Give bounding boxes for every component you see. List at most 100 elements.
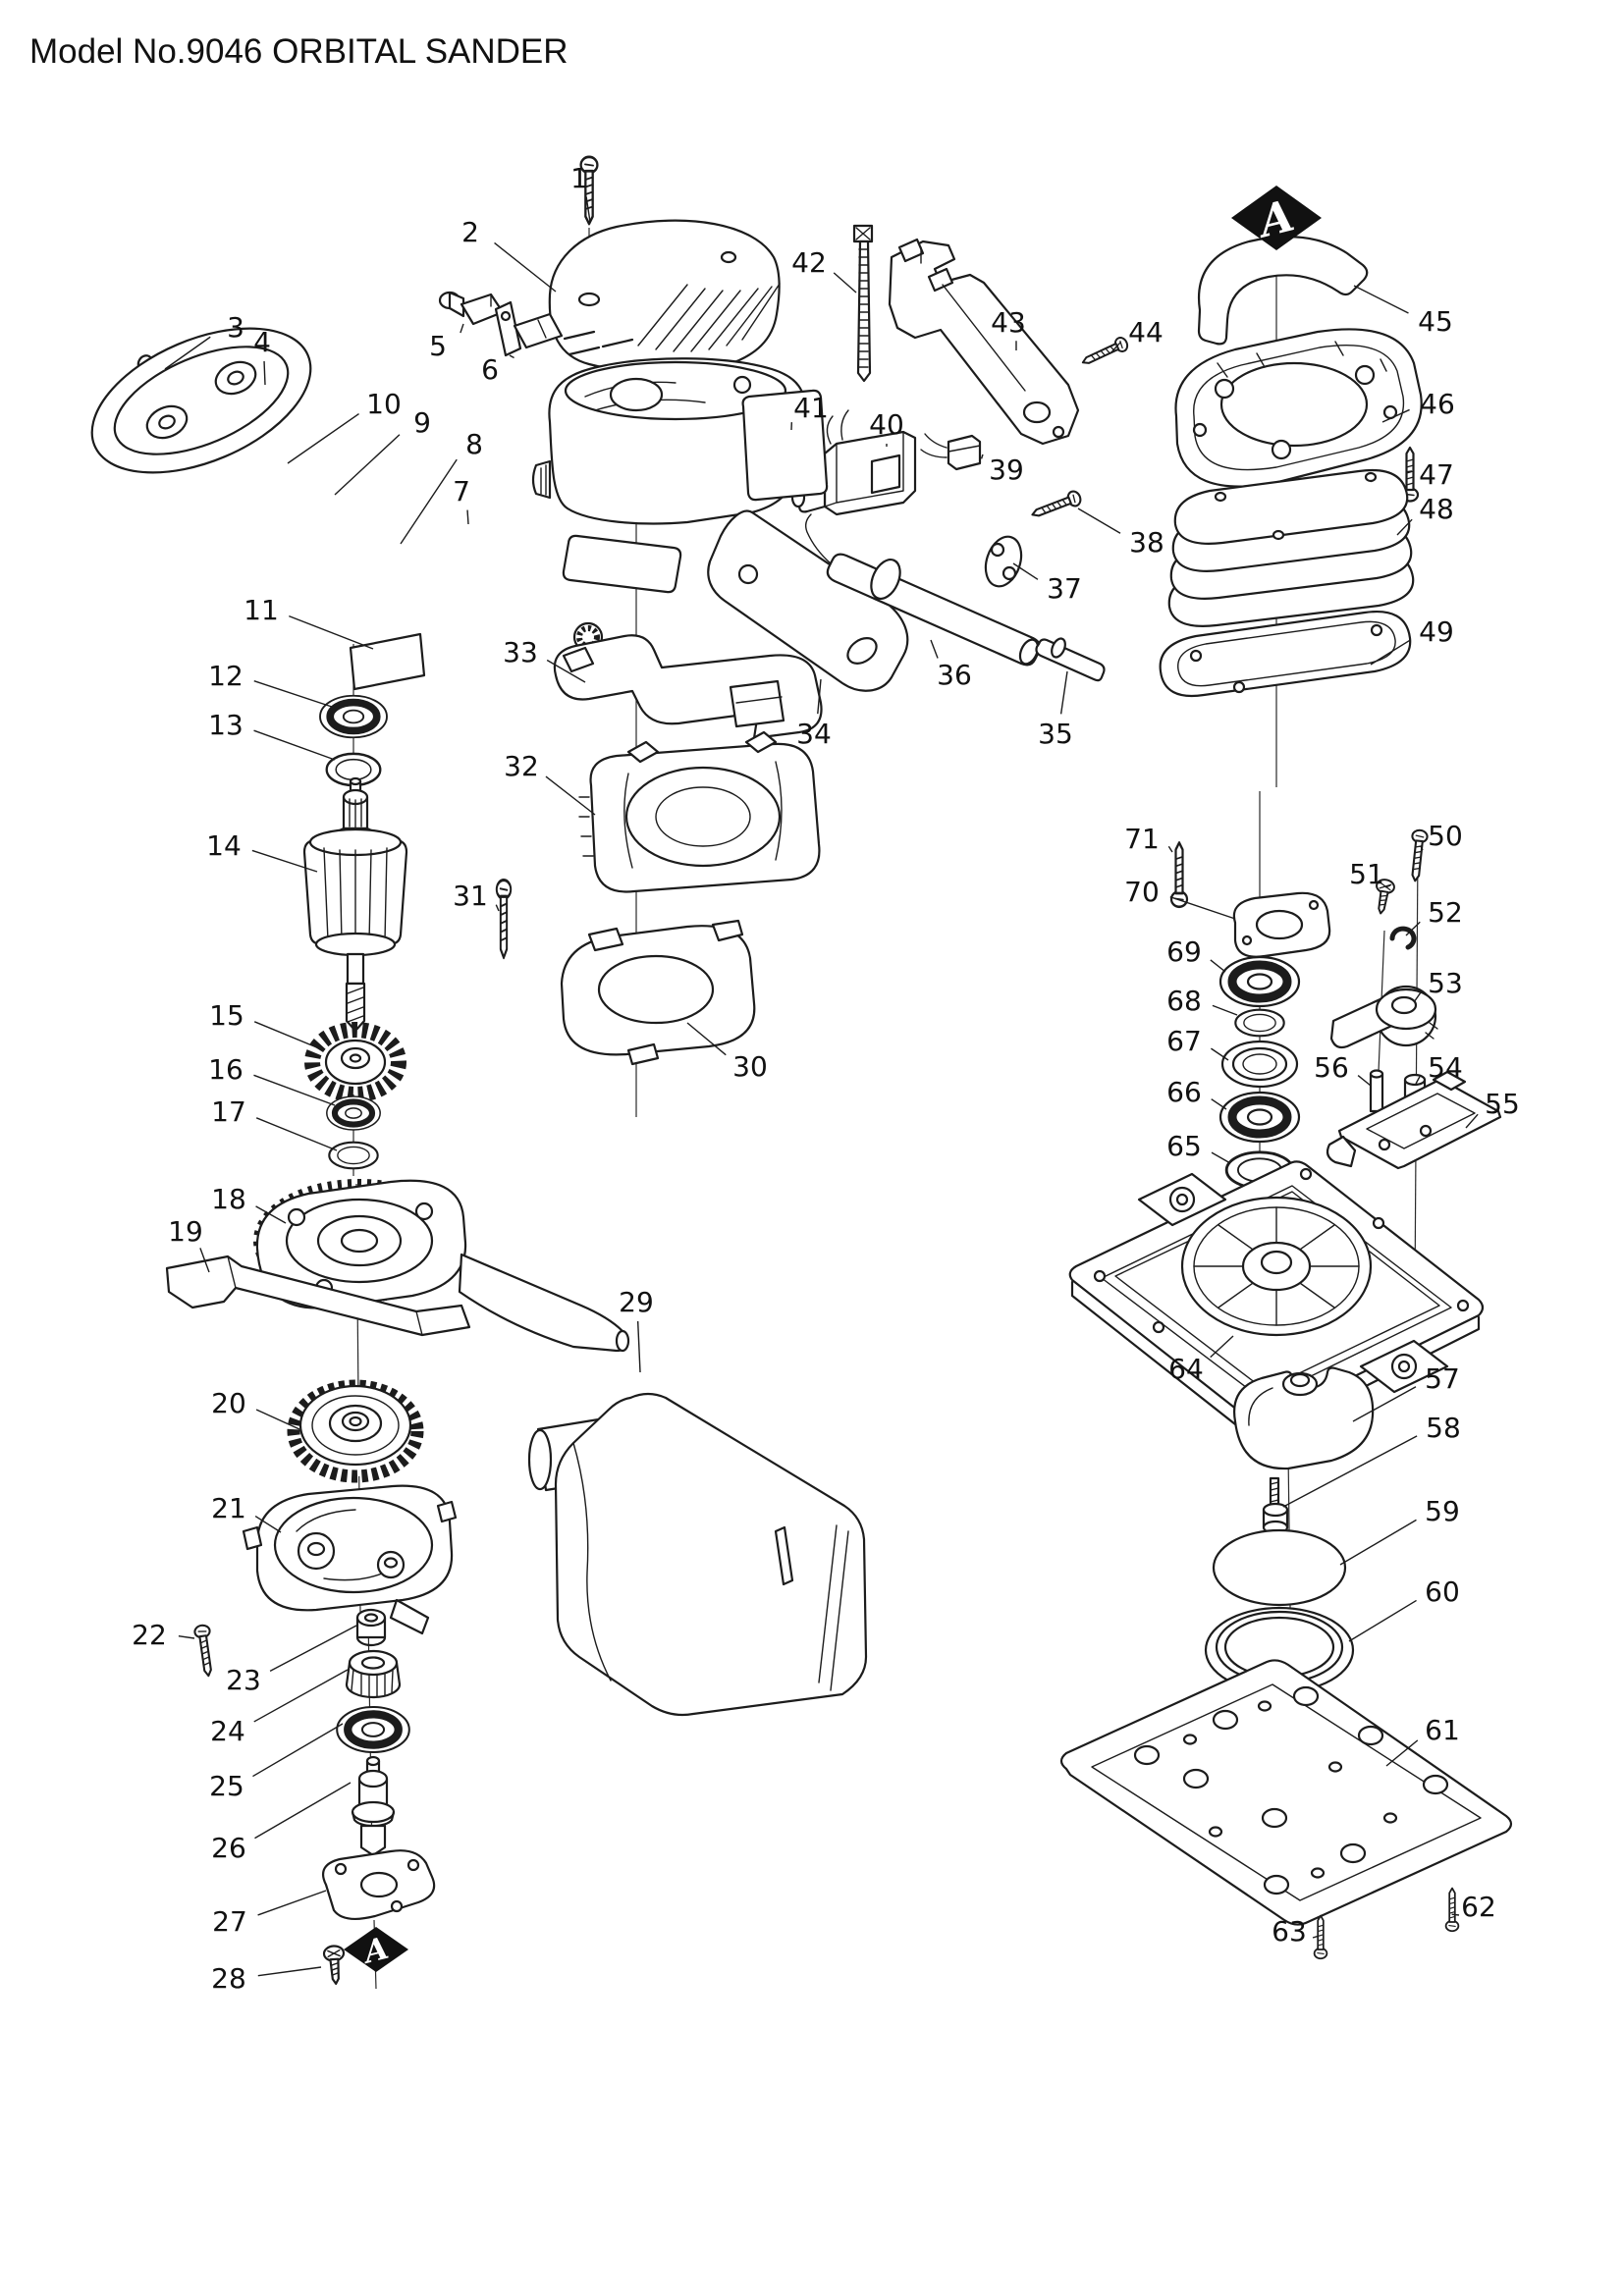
leader-line-67 bbox=[1211, 1047, 1229, 1061]
leader-line-32 bbox=[545, 775, 596, 816]
callout-26: 26 bbox=[211, 1832, 246, 1864]
callout-41: 41 bbox=[793, 392, 829, 424]
inspection-mark-diamond-1 bbox=[344, 1927, 408, 1972]
callout-22: 22 bbox=[132, 1619, 167, 1651]
callout-69: 69 bbox=[1166, 935, 1202, 968]
leader-line-64 bbox=[1210, 1335, 1234, 1359]
callout-53: 53 bbox=[1428, 967, 1463, 999]
part-19-bracket bbox=[165, 1255, 471, 1337]
part-37-cord-clamp bbox=[984, 535, 1023, 588]
leader-line-56 bbox=[1357, 1075, 1372, 1087]
callout-61: 61 bbox=[1425, 1714, 1460, 1746]
callout-19: 19 bbox=[168, 1215, 203, 1248]
leader-line-21 bbox=[254, 1515, 282, 1533]
callout-35: 35 bbox=[1038, 718, 1073, 750]
leader-line-52 bbox=[1405, 921, 1421, 936]
part-44-screw bbox=[1078, 335, 1131, 370]
part-57-counterweight bbox=[1233, 1366, 1375, 1470]
part-35-rod bbox=[1035, 637, 1106, 682]
leader-line-66 bbox=[1211, 1098, 1227, 1110]
callout-27: 27 bbox=[212, 1905, 247, 1938]
callout-43: 43 bbox=[991, 306, 1026, 339]
leader-line-71 bbox=[1167, 845, 1173, 853]
leader-line-54 bbox=[1415, 1076, 1421, 1085]
leader-line-1 bbox=[585, 196, 591, 223]
callout-46: 46 bbox=[1420, 388, 1455, 420]
leader-line-13 bbox=[253, 729, 336, 761]
part-70-plate bbox=[1232, 891, 1331, 958]
callout-24: 24 bbox=[210, 1715, 245, 1747]
part-22-screw bbox=[192, 1623, 217, 1679]
part-16-bearing bbox=[327, 1096, 380, 1130]
callout-40: 40 bbox=[869, 408, 904, 441]
callout-56: 56 bbox=[1314, 1051, 1349, 1084]
leader-line-14 bbox=[251, 849, 318, 873]
leader-line-17 bbox=[255, 1117, 338, 1151]
leader-line-31 bbox=[495, 904, 500, 912]
part-56-pin bbox=[1369, 1069, 1384, 1113]
part-25-bearing bbox=[337, 1707, 409, 1752]
leader-line-30 bbox=[686, 1022, 727, 1056]
leader-line-61 bbox=[1385, 1739, 1419, 1767]
part-52-lock-washer bbox=[1389, 926, 1417, 950]
part-50-screw bbox=[1406, 828, 1430, 883]
leader-line-12 bbox=[253, 680, 333, 708]
callout-63: 63 bbox=[1272, 1915, 1307, 1948]
leader-line-44 bbox=[1110, 341, 1121, 354]
callout-16: 16 bbox=[208, 1053, 244, 1086]
part-23-sleeve bbox=[355, 1608, 387, 1647]
leader-line-42 bbox=[833, 272, 857, 294]
callout-28: 28 bbox=[211, 1962, 246, 1995]
callout-67: 67 bbox=[1166, 1025, 1202, 1057]
part-12-bearing bbox=[320, 696, 387, 738]
leader-line-46 bbox=[1381, 408, 1410, 423]
leader-line-11 bbox=[289, 614, 374, 650]
part-5-brush-cap bbox=[438, 291, 505, 326]
callout-4: 4 bbox=[253, 326, 271, 358]
part-59-disc bbox=[1212, 1528, 1347, 1607]
leader-line-2 bbox=[494, 241, 557, 293]
callout-30: 30 bbox=[732, 1050, 768, 1083]
leader-line-25 bbox=[252, 1723, 344, 1778]
part-45-clip bbox=[1197, 236, 1369, 346]
callout-13: 13 bbox=[208, 709, 244, 741]
part-43-switch-lever bbox=[888, 238, 1080, 446]
callout-44: 44 bbox=[1128, 316, 1164, 348]
callout-34: 34 bbox=[796, 718, 832, 750]
part-71-screw bbox=[1169, 841, 1189, 909]
callout-29: 29 bbox=[619, 1286, 654, 1318]
leader-line-27 bbox=[257, 1890, 327, 1916]
callout-66: 66 bbox=[1166, 1076, 1202, 1108]
leader-line-20 bbox=[255, 1409, 300, 1430]
callout-2: 2 bbox=[461, 216, 479, 248]
part-36-cord-guard bbox=[804, 513, 1042, 667]
leader-line-47 bbox=[1407, 470, 1413, 473]
leader-line-62 bbox=[1451, 1913, 1460, 1916]
callout-18: 18 bbox=[211, 1183, 246, 1215]
leader-line-22 bbox=[178, 1635, 195, 1639]
callout-48: 48 bbox=[1419, 493, 1454, 525]
callout-65: 65 bbox=[1166, 1130, 1202, 1162]
callout-32: 32 bbox=[504, 750, 539, 782]
callout-55: 55 bbox=[1485, 1088, 1520, 1120]
callout-57: 57 bbox=[1425, 1362, 1460, 1395]
part-55-slide-plate bbox=[1326, 1070, 1502, 1170]
part-38-screw bbox=[1028, 488, 1084, 523]
part-40-switch bbox=[790, 409, 917, 516]
part-28-screw bbox=[322, 1944, 348, 1986]
part-68-ring bbox=[1234, 1008, 1285, 1038]
callout-71: 71 bbox=[1124, 823, 1160, 855]
part-20-gear bbox=[287, 1379, 424, 1483]
callout-21: 21 bbox=[211, 1492, 246, 1524]
callout-25: 25 bbox=[209, 1770, 244, 1802]
callout-7: 7 bbox=[453, 475, 470, 507]
callout-39: 39 bbox=[989, 454, 1024, 486]
leader-line-53 bbox=[1413, 992, 1422, 1003]
leader-line-60 bbox=[1348, 1599, 1417, 1642]
part-15-fan bbox=[304, 1022, 406, 1102]
leader-line-34 bbox=[817, 678, 822, 715]
leader-line-10 bbox=[287, 412, 359, 464]
callout-68: 68 bbox=[1166, 985, 1202, 1017]
